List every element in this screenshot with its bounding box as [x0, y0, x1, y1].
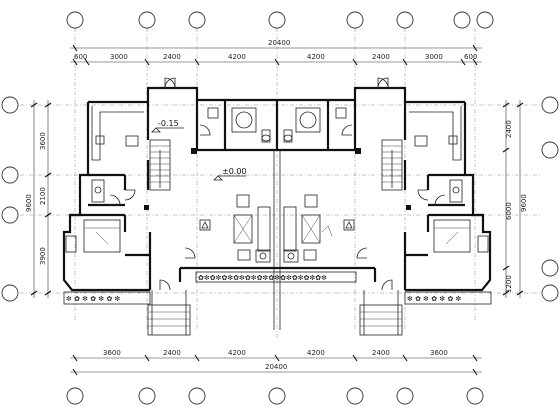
- axis-circle-right-2: [541, 141, 559, 159]
- axis-circle-bottom-2: [138, 387, 156, 405]
- right-dimension-chain: 2400 6000 1200 9600: [502, 100, 528, 298]
- top-dim-4: 4200: [228, 53, 246, 61]
- bottom-dim-5: 2400: [372, 349, 390, 357]
- interior-walls-right: [277, 100, 483, 280]
- top-dim-3: 2400: [163, 53, 181, 61]
- top-axis-markers: [66, 11, 494, 29]
- svg-text:✼ ✿ ✼ ✿ ✼ ✿ ✼: ✼ ✿ ✼ ✿ ✼ ✿ ✼: [407, 295, 462, 303]
- axis-circle-top-2: [138, 11, 156, 29]
- top-overall-dim: 20400: [268, 39, 290, 47]
- svg-text:✿✼✿✼✿✼✿✼✿✼✿✼✿✼✿✼✿✼✿✼✿✼: ✿✼✿✼✿✼✿✼✿✼✿✼✿✼✿✼✿✼✿✼✿✼: [198, 274, 327, 282]
- bottom-dim-2: 2400: [163, 349, 181, 357]
- axis-circle-left-3: [1, 206, 19, 224]
- axis-circle-top-8: [476, 11, 494, 29]
- entrance-steps: [147, 290, 403, 336]
- right-dim-3: 1200: [505, 275, 513, 293]
- axis-circle-right-3: [541, 259, 559, 277]
- axis-circle-left-4: [1, 284, 19, 302]
- top-dim-2: 3000: [110, 53, 128, 61]
- left-overall-dim: 9600: [25, 194, 33, 212]
- axis-circle-right-1: [541, 96, 559, 114]
- axis-circle-bottom-4: [268, 387, 286, 405]
- left-dim-3: 3900: [39, 247, 47, 265]
- axis-circle-top-1: [66, 11, 84, 29]
- axis-circle-bottom-6: [396, 387, 414, 405]
- living-furniture-left: [199, 194, 271, 263]
- stair-right: [381, 139, 403, 191]
- level-stair-label: -0.15: [158, 119, 179, 128]
- exterior-walls: [62, 86, 492, 292]
- bottom-dim-6: 3600: [430, 349, 448, 357]
- left-dim-1: 3600: [39, 132, 47, 150]
- bottom-dim-4: 4200: [307, 349, 325, 357]
- axis-circle-left-2: [1, 166, 19, 184]
- axis-circle-top-5: [346, 11, 364, 29]
- right-dim-2: 6000: [505, 202, 513, 220]
- bottom-dimension-chain: 3600 2400 4200 4200 2400 3600 20400: [70, 349, 482, 376]
- top-dim-5: 4200: [307, 53, 325, 61]
- bottom-dim-3: 4200: [228, 349, 246, 357]
- kitchen-counters: [91, 106, 462, 161]
- axis-circle-bottom-7: [466, 387, 484, 405]
- bottom-overall-dim: 20400: [265, 363, 287, 371]
- bottom-axis-markers: [66, 387, 484, 405]
- bottom-dim-1: 3600: [103, 349, 121, 357]
- axis-circle-right-4: [541, 284, 559, 302]
- svg-text:✼ ✿ ✼ ✿ ✼ ✿ ✼: ✼ ✿ ✼ ✿ ✼ ✿ ✼: [66, 295, 121, 303]
- axis-circle-left-1: [1, 96, 19, 114]
- axis-circle-top-7: [453, 11, 471, 29]
- doors: [109, 77, 446, 291]
- party-wall: [273, 100, 281, 330]
- bathroom-fixtures: [207, 107, 347, 143]
- top-dim-6: 2400: [372, 53, 390, 61]
- left-dim-2: 2100: [39, 187, 47, 205]
- planter-rows: ✼ ✿ ✼ ✿ ✼ ✿ ✼ ✿✼✿✼✿✼✿✼✿✼✿✼✿✼✿✼✿✼✿✼✿✼ ✼ ✿…: [63, 271, 492, 305]
- axis-circle-top-3: [188, 11, 206, 29]
- top-dim-7: 3000: [425, 53, 443, 61]
- right-dim-1: 2400: [505, 120, 513, 138]
- side-axis-markers: [1, 96, 559, 302]
- bedroom-furniture: [65, 179, 489, 253]
- axis-circle-bottom-5: [346, 387, 364, 405]
- right-overall-dim: 9600: [520, 194, 528, 212]
- living-furniture-right: [283, 194, 355, 263]
- top-dim-8: 600: [464, 53, 477, 61]
- top-dim-1: 600: [74, 53, 87, 61]
- axis-circle-top-4: [268, 11, 286, 29]
- level-living-label: ±0.00: [222, 167, 247, 176]
- axis-circle-bottom-3: [188, 387, 206, 405]
- structural-columns: [144, 148, 411, 210]
- top-dimension-chain: 20400 600 3000 2400 4200 4200 2400 3000 …: [70, 39, 482, 66]
- axis-circle-bottom-1: [66, 387, 84, 405]
- level-annotations: -0.15 ±0.00: [151, 119, 247, 181]
- stair-left: [149, 139, 171, 191]
- left-dimension-chain: 9600 3600 2100 3900: [25, 100, 52, 298]
- axis-circle-top-6: [396, 11, 414, 29]
